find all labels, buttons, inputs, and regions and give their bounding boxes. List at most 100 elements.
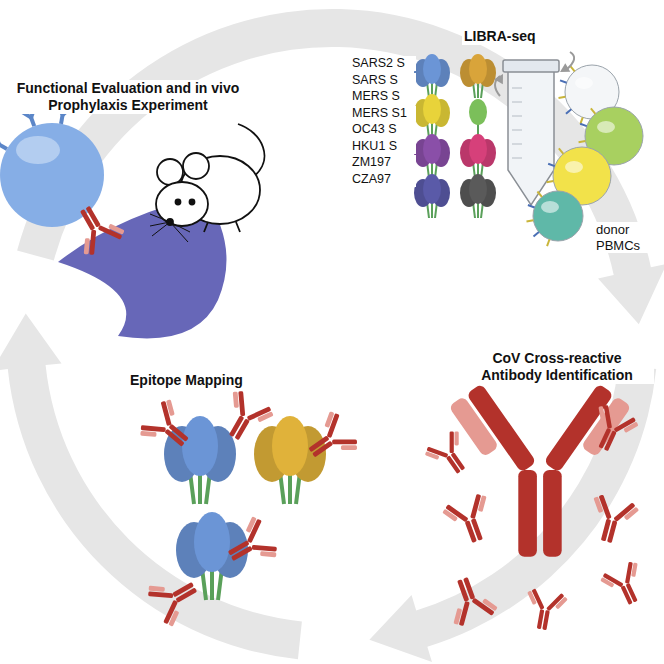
antibody (108, 224, 125, 235)
antibody (453, 600, 469, 627)
cycle-arrows (0, 9, 664, 662)
antibody (242, 516, 262, 543)
cell-label: donor PBMCs (594, 222, 652, 253)
antibody (84, 229, 97, 255)
antibody (425, 447, 449, 463)
pbmc-cell (559, 97, 566, 98)
mouse (157, 159, 183, 185)
pbmc-cell (537, 191, 541, 196)
antibody (598, 405, 612, 430)
mouse (204, 222, 240, 232)
epitope-mapping-illustration (136, 387, 362, 630)
antigen-name: OC43 S (350, 122, 416, 137)
pbmc-cell (565, 161, 583, 173)
spike-protein (477, 202, 479, 218)
antibody (234, 418, 249, 440)
antibody (89, 230, 96, 255)
antigen-name: HKU1 S (350, 139, 416, 154)
antibody (148, 591, 173, 598)
pbmc-cell (570, 66, 574, 71)
antibody (324, 411, 334, 428)
antibody (448, 383, 536, 485)
pbmc-cell (541, 201, 559, 213)
antibody (148, 586, 174, 599)
antibody (631, 563, 638, 578)
antibody (623, 422, 638, 433)
tube (512, 116, 522, 117)
spike-protein (272, 416, 308, 476)
antibody (542, 610, 550, 630)
antigen-name: SARS2 S (350, 56, 416, 71)
flow-arrow (494, 72, 507, 85)
antibody (98, 220, 125, 240)
spike-protein (460, 54, 496, 98)
spike-protein (423, 94, 441, 124)
antibody (231, 546, 253, 561)
antibody (149, 586, 165, 592)
antibody (247, 406, 274, 426)
tube (512, 102, 522, 103)
antibody (163, 600, 183, 627)
flow-arrow (558, 52, 575, 76)
antibody (332, 440, 357, 445)
flow-arrow (558, 63, 571, 76)
spike-protein (280, 472, 300, 504)
antigen-name: MERS S (350, 89, 416, 104)
antibody (624, 507, 639, 521)
pbmc-cell (559, 148, 563, 153)
tube (512, 130, 522, 131)
spike-protein (414, 54, 450, 98)
mouse (176, 200, 181, 205)
antibody (144, 566, 206, 629)
pbmc-cell (580, 124, 587, 126)
antibody (332, 440, 357, 450)
antibody (422, 427, 478, 483)
functional-illustration (16, 136, 60, 164)
antibody (172, 582, 194, 597)
antibody (298, 408, 362, 472)
spike-protein (254, 416, 326, 504)
antibody (141, 425, 166, 432)
antibody (251, 545, 277, 558)
pbmc-cell (533, 232, 538, 236)
spike-protein (190, 472, 210, 504)
libra-seq-illustration (414, 52, 643, 246)
antibody (593, 496, 603, 513)
antibody (482, 598, 498, 611)
antibody (448, 396, 499, 457)
antibody (543, 383, 631, 485)
antibody (470, 494, 486, 521)
spike-protein (469, 134, 487, 164)
antibody (257, 411, 274, 422)
spike-protein (210, 568, 214, 600)
receptor (0, 134, 10, 155)
antibody (453, 608, 462, 625)
antibody (440, 571, 500, 629)
antibody (613, 502, 639, 526)
antibody (448, 383, 631, 556)
spike-protein (414, 94, 450, 138)
pbmc-cell (547, 239, 549, 246)
pbmc-cell (533, 191, 583, 241)
antibody (527, 591, 537, 605)
pbmc-cell (547, 181, 554, 182)
pbmc-cell (579, 141, 586, 142)
antibody (260, 551, 276, 557)
antibody (440, 491, 500, 549)
cycle-arrow (369, 365, 656, 662)
antigen-name: MERS S1 (350, 106, 416, 121)
antibody (626, 583, 638, 603)
antibody (583, 402, 641, 459)
antibody (312, 441, 333, 458)
antibody (600, 577, 614, 588)
antibody-identification (422, 383, 652, 632)
pbmc-cell (560, 80, 567, 82)
antibody (625, 562, 633, 584)
pbmc-cell (591, 108, 595, 113)
antibody (625, 562, 638, 585)
pbmc-cell (566, 109, 571, 113)
tube (503, 60, 559, 72)
spike-protein (473, 82, 483, 98)
functional-illustration (0, 105, 264, 339)
